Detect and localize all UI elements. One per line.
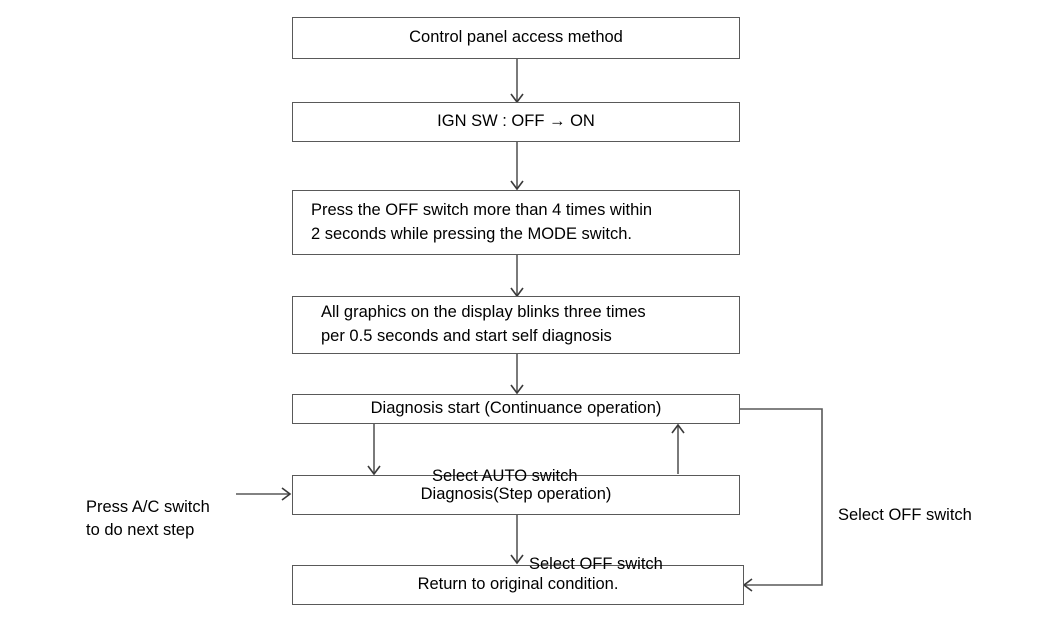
edge-label-text: Select OFF switch — [529, 555, 663, 574]
edge-label-text: Select AUTO switch — [432, 467, 578, 486]
annotation-text: Press A/C switch to do next step — [86, 497, 210, 539]
node-label: IGN SW : OFF → ON — [437, 112, 595, 131]
connector-n5-n7-right-loop — [740, 408, 823, 586]
arrowhead-annotation-to-n6 — [281, 487, 292, 501]
arrowhead-n3-n4 — [510, 287, 524, 298]
edge-label-text: Select OFF switch — [838, 506, 972, 525]
node-press-off-switch[interactable]: Press the OFF switch more than 4 times w… — [292, 190, 740, 255]
node-label: All graphics on the display blinks three… — [321, 303, 646, 345]
arrowhead-n1-n2 — [510, 93, 524, 104]
node-label: Diagnosis(Step operation) — [420, 485, 612, 504]
node-return-to-original-condition[interactable]: Return to original condition. — [292, 565, 744, 605]
arrowhead-n5-n7-right-loop — [742, 578, 753, 592]
node-all-graphics-blink[interactable]: All graphics on the display blinks three… — [292, 296, 740, 354]
arrowhead-n6-n7-off — [510, 554, 524, 565]
node-diagnosis-step-operation[interactable]: Diagnosis(Step operation) — [292, 475, 740, 515]
edge-label-select-off-switch-middle: Select OFF switch — [529, 531, 663, 576]
node-label: Control panel access method — [409, 28, 623, 47]
annotation-press-ac-switch: Press A/C switch to do next step — [86, 473, 210, 541]
edge-label-select-auto-switch: Select AUTO switch — [432, 443, 578, 488]
node-label: Diagnosis start (Continuance operation) — [370, 399, 662, 418]
arrowhead-n2-n3 — [510, 180, 524, 191]
node-diagnosis-start[interactable]: Diagnosis start (Continuance operation) — [292, 394, 740, 424]
node-control-panel-access-method[interactable]: Control panel access method — [292, 17, 740, 59]
arrowhead-n6-n5-up — [671, 423, 685, 434]
node-ign-sw[interactable]: IGN SW : OFF → ON — [292, 102, 740, 142]
node-label: Press the OFF switch more than 4 times w… — [311, 200, 653, 243]
edge-label-select-off-switch-right: Select OFF switch — [838, 482, 972, 527]
node-label: Return to original condition. — [417, 575, 619, 594]
arrowhead-n5-n6-auto — [367, 465, 381, 476]
arrowhead-n4-n5 — [510, 384, 524, 395]
